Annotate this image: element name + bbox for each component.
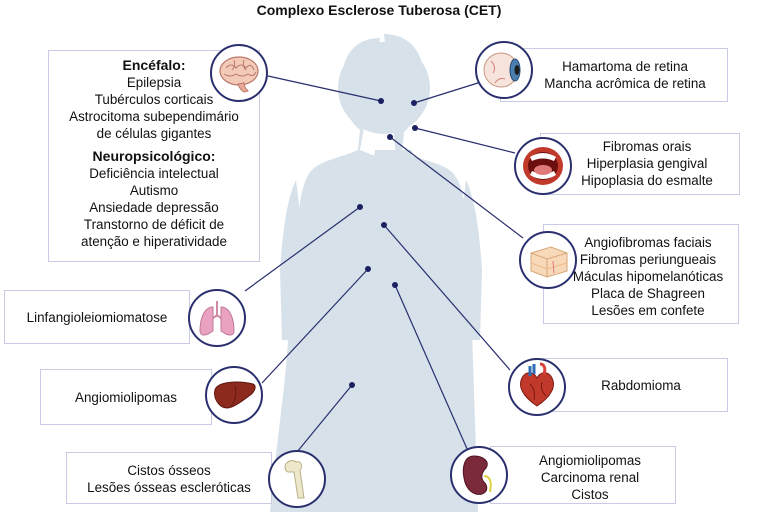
bone-icon bbox=[268, 450, 326, 508]
kidney-item: Carcinoma renal bbox=[540, 470, 640, 485]
liver-item: Angiomiolipomas bbox=[75, 390, 177, 405]
eye-icon bbox=[475, 41, 533, 99]
mouth-item: Fibromas orais bbox=[602, 139, 692, 154]
bone-box: Cistos ósseos Lesões ósseas escleróticas bbox=[66, 452, 272, 504]
neuro-item: Deficiência intelectual bbox=[89, 166, 219, 181]
skin-item: Placa de Shagreen bbox=[591, 286, 705, 301]
kidney-dot bbox=[392, 282, 398, 288]
bone-item: Lesões ósseas escleróticas bbox=[87, 480, 251, 495]
eye-item: Mancha acrômica de retina bbox=[544, 76, 706, 91]
heart-dot bbox=[381, 222, 387, 228]
body-silhouette bbox=[270, 38, 445, 512]
liver-icon bbox=[205, 366, 263, 424]
brain-icon bbox=[210, 44, 268, 102]
eye-box: Hamartoma de retina Mancha acrômica de r… bbox=[500, 48, 728, 102]
kidney-connector bbox=[394, 284, 469, 452]
bone-connector bbox=[296, 384, 353, 453]
brain-connector bbox=[267, 75, 382, 102]
heart-icon bbox=[508, 358, 566, 416]
lungs-icon bbox=[188, 289, 246, 347]
neuro-item: Ansiedade depressão bbox=[89, 200, 219, 215]
mouth-box: Fibromas orais Hiperplasia gengival Hipo… bbox=[540, 133, 740, 195]
liver-connector bbox=[261, 268, 369, 384]
lungs-dot bbox=[357, 204, 363, 210]
eye-dot bbox=[411, 100, 417, 106]
skin-item: Máculas hipomelanóticas bbox=[572, 269, 724, 284]
mouth-icon bbox=[514, 137, 572, 195]
skin-item: Lesões em confete bbox=[591, 303, 705, 318]
bone-item: Cistos ósseos bbox=[127, 463, 211, 478]
bone-dot bbox=[349, 382, 355, 388]
mouth-connector bbox=[414, 127, 516, 154]
mouth-item: Hipoplasia do esmalte bbox=[581, 173, 713, 188]
eye-connector bbox=[413, 81, 482, 104]
heart-item: Rabdomioma bbox=[601, 378, 681, 393]
skin-icon bbox=[519, 231, 577, 289]
skin-item: Angiofibromas faciais bbox=[584, 235, 712, 250]
neuro-item: Autismo bbox=[129, 183, 179, 198]
brain-item: Epilepsia bbox=[126, 75, 182, 90]
mouth-item: Hiperplasia gengival bbox=[586, 156, 708, 171]
kidney-box: Angiomiolipomas Carcinoma renal Cistos bbox=[490, 446, 676, 504]
kidney-item: Cistos bbox=[571, 487, 609, 502]
lungs-connector bbox=[244, 206, 361, 292]
skin-dot bbox=[387, 134, 393, 140]
brain-dot bbox=[378, 98, 384, 104]
lung-box: Linfangioleiomiomatose bbox=[4, 290, 190, 344]
brain-box: Encéfalo: Epilepsia Tubérculos corticais… bbox=[48, 50, 260, 262]
connector-lines bbox=[244, 75, 524, 453]
heart-connector bbox=[383, 224, 511, 371]
skin-item: Fibromas periungueais bbox=[579, 252, 717, 267]
kidney-item: Angiomiolipomas bbox=[539, 453, 641, 468]
brain-heading: Encéfalo: bbox=[122, 57, 186, 73]
skin-connector bbox=[389, 136, 524, 239]
neuro-item: Transtorno de déficit de bbox=[83, 217, 225, 232]
kidney-icon bbox=[450, 446, 508, 504]
organ-dots bbox=[349, 98, 418, 388]
liver-box: Angiomiolipomas bbox=[40, 369, 212, 425]
brain-item: Tubérculos corticais bbox=[94, 92, 214, 107]
lung-item: Linfangioleiomiomatose bbox=[26, 310, 168, 325]
diagram-title: Complexo Esclerose Tuberosa (CET) bbox=[256, 2, 502, 18]
brain-item: de células gigantes bbox=[96, 126, 212, 141]
neuro-item: atenção e hiperatividade bbox=[81, 234, 227, 249]
mouth-dot bbox=[412, 125, 418, 131]
neuro-heading: Neuropsicológico: bbox=[92, 148, 216, 164]
liver-dot bbox=[365, 266, 371, 272]
eye-item: Hamartoma de retina bbox=[562, 59, 688, 74]
brain-item: Astrocitoma subependimário bbox=[69, 109, 239, 124]
